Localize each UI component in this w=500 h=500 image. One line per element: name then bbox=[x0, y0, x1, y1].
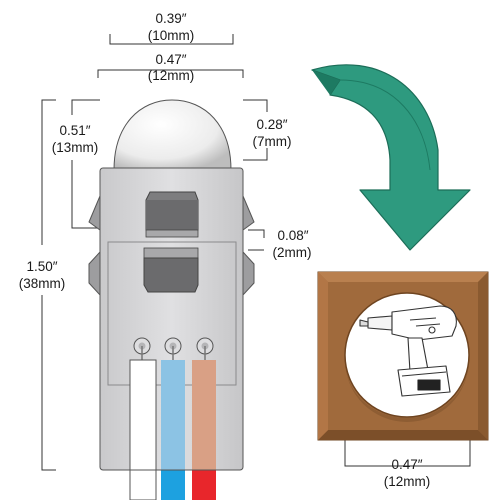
left-lower-clip bbox=[88, 250, 101, 297]
right-lower-clip bbox=[242, 250, 255, 297]
total-height-mm: (38mm) bbox=[19, 276, 66, 291]
cordless-drill-icon bbox=[359, 305, 457, 397]
led-indicator bbox=[88, 99, 255, 500]
upper-latch bbox=[145, 191, 199, 238]
lead-wires bbox=[129, 346, 216, 500]
total-height-inches: 1.50″ bbox=[26, 259, 57, 274]
top-width-inches: 0.39″ bbox=[155, 11, 186, 26]
clip-gap-mm: (2mm) bbox=[273, 245, 312, 260]
upper-height-mm: (13mm) bbox=[52, 140, 99, 155]
mounting-panel bbox=[317, 271, 489, 441]
curved-arrow-down-icon bbox=[311, 64, 471, 251]
panel-hole-mm: (12mm) bbox=[384, 474, 431, 489]
panel-hole-inches: 0.47″ bbox=[391, 457, 422, 472]
right-upper-clip bbox=[242, 195, 255, 231]
mid-width-mm: (12mm) bbox=[148, 68, 195, 83]
top-width-mm: (10mm) bbox=[148, 28, 195, 43]
clip-gap-inches: 0.08″ bbox=[277, 228, 308, 243]
mid-width-inches: 0.47″ bbox=[155, 52, 186, 67]
left-upper-clip bbox=[88, 195, 101, 231]
lower-latch bbox=[143, 247, 199, 293]
led-dome-lens bbox=[113, 99, 232, 171]
dome-height-inches: 0.28″ bbox=[256, 117, 287, 132]
dome-height-mm: (7mm) bbox=[253, 134, 292, 149]
white-wire bbox=[129, 359, 157, 500]
upper-height-inches: 0.51″ bbox=[59, 123, 90, 138]
dimension-lines bbox=[41, 34, 471, 471]
